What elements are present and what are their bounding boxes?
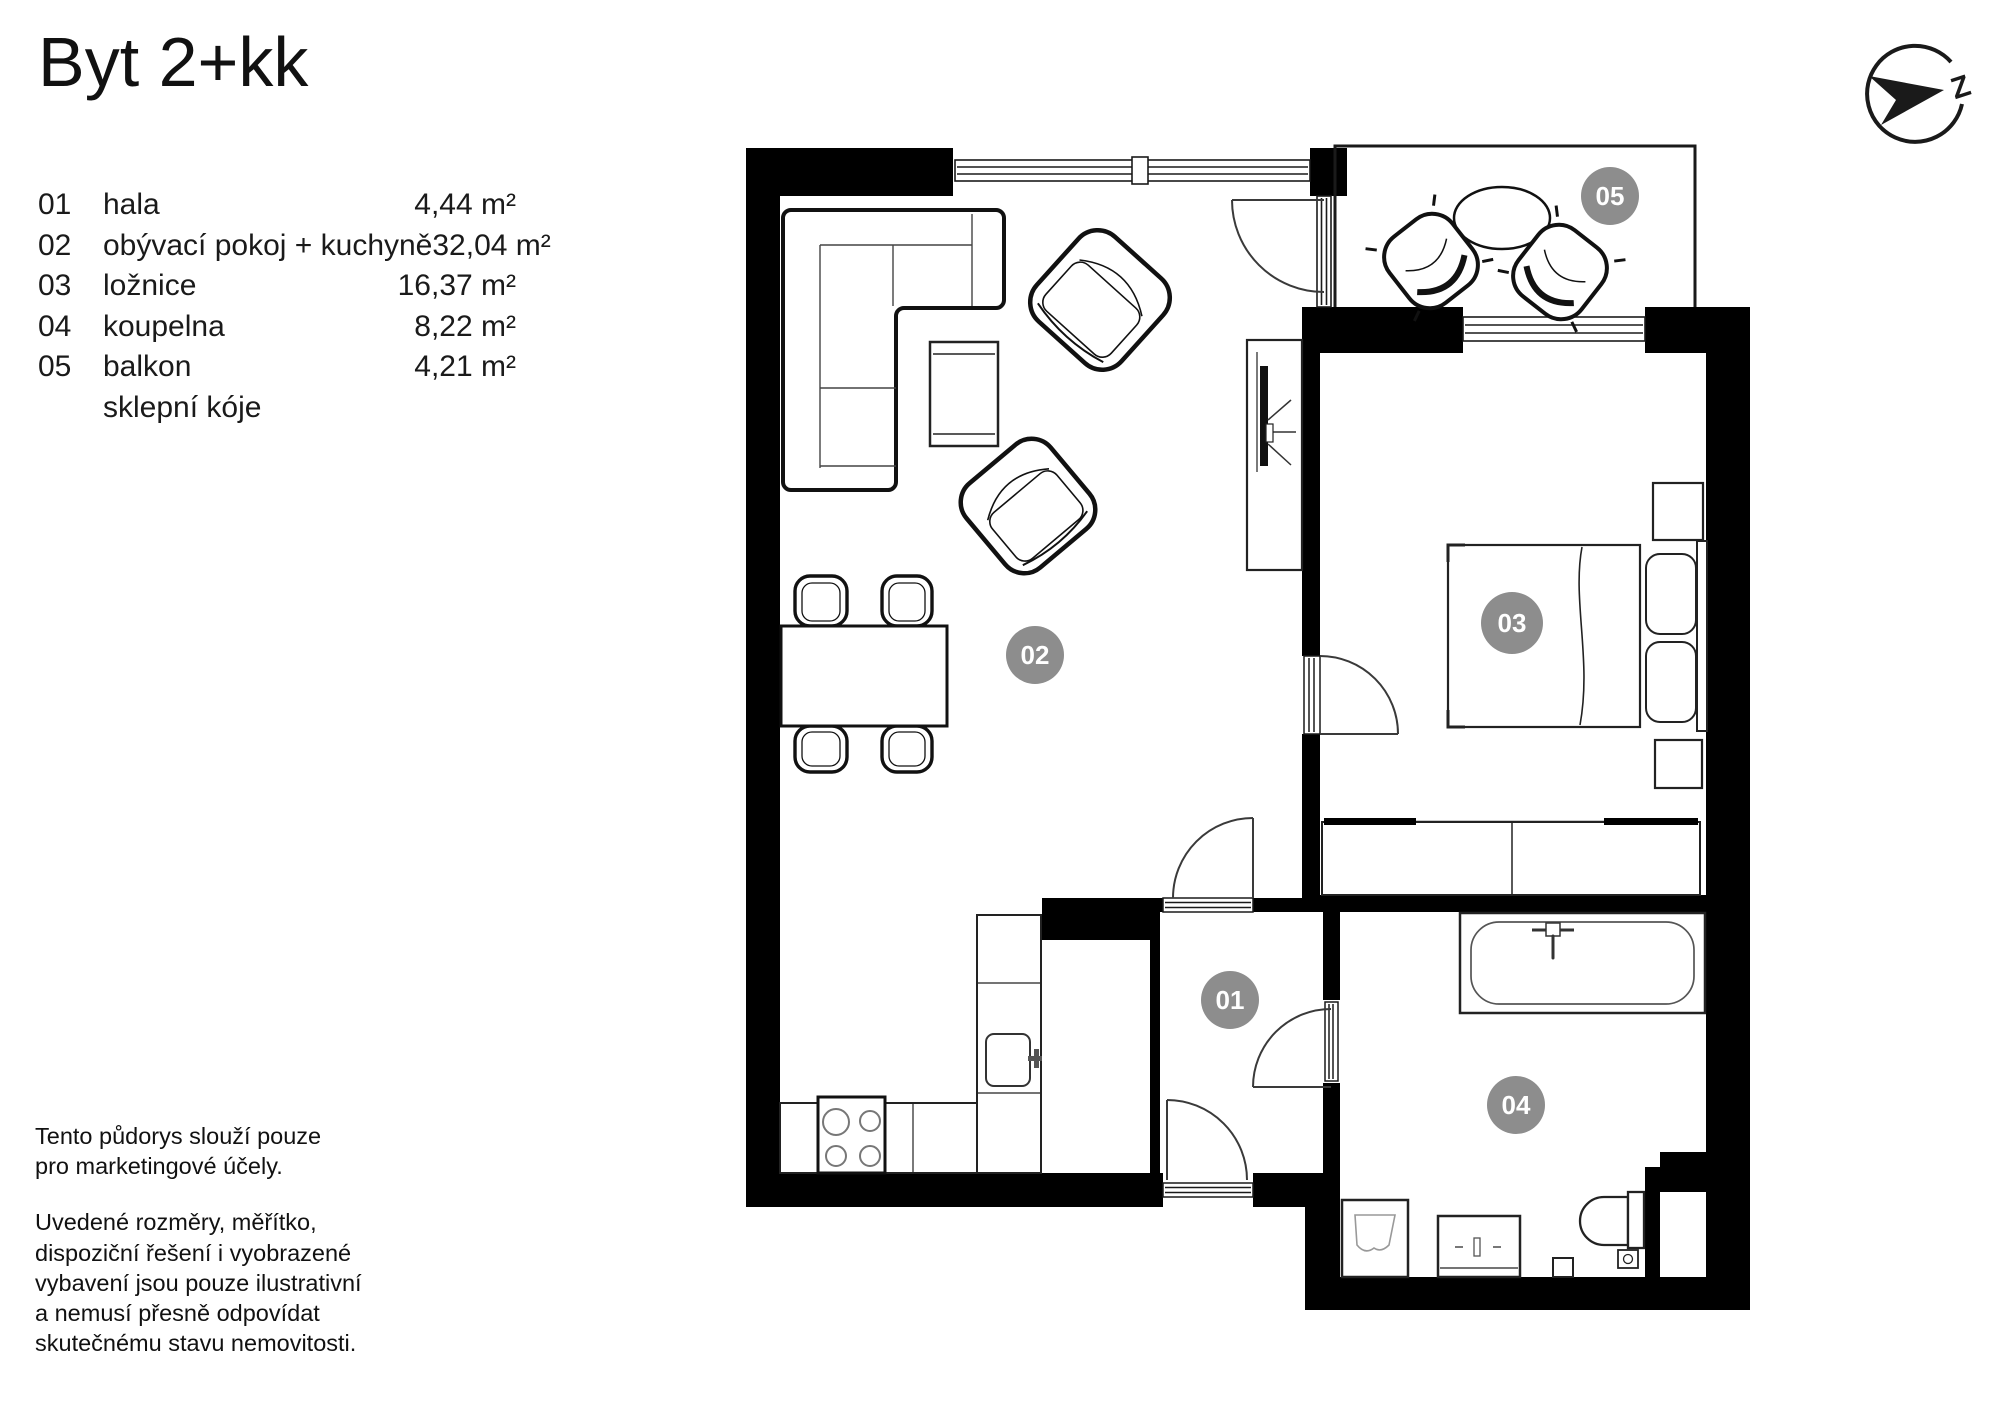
- outlet-icon: [1617, 1249, 1639, 1269]
- disclaimer-line: vybavení jsou pouze ilustrativní: [35, 1269, 362, 1296]
- legend-row-cellar: sklepní kóje: [38, 391, 516, 432]
- room-label-01: 01: [1201, 971, 1259, 1029]
- stove: [816, 1095, 887, 1175]
- kitchen-sink: [985, 1033, 1042, 1087]
- bathroom-sink: [1436, 1214, 1522, 1279]
- legend-number: 01: [38, 188, 72, 221]
- toilet: [1578, 1190, 1646, 1250]
- disclaimer-line: a nemusí přesně odpovídat: [35, 1300, 320, 1327]
- legend-room-area: 4,21 m²: [414, 350, 516, 383]
- disclaimer-line: pro marketingové účely.: [35, 1153, 283, 1180]
- legend-room-area: 4,44 m²: [414, 188, 516, 221]
- legend-room-name: balkon: [103, 350, 192, 383]
- door-swings: [1166, 199, 1399, 1181]
- room-label-02: 02: [1006, 626, 1064, 684]
- disclaimer-line: dispoziční řešení i vyobrazené: [35, 1239, 352, 1266]
- dining-set: [779, 574, 949, 774]
- nightstands: [1651, 481, 1705, 790]
- legend-room-name: sklepní kóje: [103, 390, 262, 424]
- page-title: Byt 2+kk: [38, 23, 309, 101]
- legend-room-name: obývací pokoj + kuchyně: [103, 228, 433, 262]
- legend-row-05: 05 balkon 4,21 m²: [38, 350, 516, 391]
- disclaimer-line: Uvedené rozměry, měřítko,: [35, 1209, 317, 1236]
- bed: [1446, 540, 1708, 732]
- disclaimer-line: skutečnému stavu nemovitosti.: [35, 1330, 357, 1357]
- marketing-disclaimer: Tento půdorys slouží pouze pro marketing…: [35, 1121, 362, 1384]
- legend-row-04: 04 koupelna 8,22 m²: [38, 310, 516, 351]
- balcony-table: [1452, 185, 1552, 251]
- sectional-sofa: [781, 208, 1006, 492]
- balcony-chair: [1497, 205, 1626, 333]
- legend-room-area: 16,37 m²: [397, 269, 516, 302]
- legend-number: 02: [38, 228, 72, 262]
- legend-room-name: ložnice: [103, 269, 197, 302]
- coffee-table: [928, 340, 1000, 448]
- tv-unit: [1245, 338, 1304, 572]
- armchair: [958, 436, 1098, 576]
- north-arrow-compass-icon: Z: [1865, 43, 1975, 144]
- room-label-04: 04: [1487, 1076, 1545, 1134]
- legend-row-02: 02 obývací pokoj + kuchyně 32,04 m²: [38, 228, 551, 270]
- compass-letter: Z: [1947, 69, 1975, 106]
- disclaimer-line: Tento půdorys slouží pouze: [35, 1123, 322, 1149]
- disclaimer-paragraph-1: Tento půdorys slouží pouze pro marketing…: [35, 1121, 362, 1181]
- legend-row-03: 03 ložnice 16,37 m²: [38, 269, 516, 310]
- legend-room-area: 32,04 m²: [432, 228, 551, 262]
- room-label-03: 03: [1481, 592, 1543, 654]
- wardrobe: [1321, 818, 1701, 896]
- legend-number: 03: [38, 269, 72, 302]
- balcony-outline: [1333, 144, 1697, 307]
- bathtub: [1458, 911, 1707, 1015]
- walls: [746, 148, 1750, 1310]
- windows: [954, 156, 1646, 342]
- legend-room-name: koupelna: [103, 309, 225, 343]
- armchair: [1027, 227, 1173, 373]
- legend-room-area: 8,22 m²: [414, 309, 516, 343]
- washing-machine: [1340, 1198, 1410, 1279]
- utility-niche: [1660, 1192, 1706, 1277]
- door-thresholds: [1162, 655, 1339, 1198]
- bathroom-bin: [1552, 1257, 1574, 1278]
- room-label-05: 05: [1581, 167, 1639, 225]
- legend-number: 04: [38, 309, 72, 343]
- legend-row-01: 01 hala 4,44 m²: [38, 188, 516, 229]
- disclaimer-paragraph-2: Uvedené rozměry, měřítko, dispoziční řeš…: [35, 1207, 362, 1358]
- legend-room-name: hala: [103, 188, 160, 221]
- room-legend: 01 hala 4,44 m² 02 obývací pokoj + kuchy…: [38, 188, 551, 432]
- legend-number: 05: [38, 350, 72, 383]
- balcony-chair: [1365, 194, 1494, 322]
